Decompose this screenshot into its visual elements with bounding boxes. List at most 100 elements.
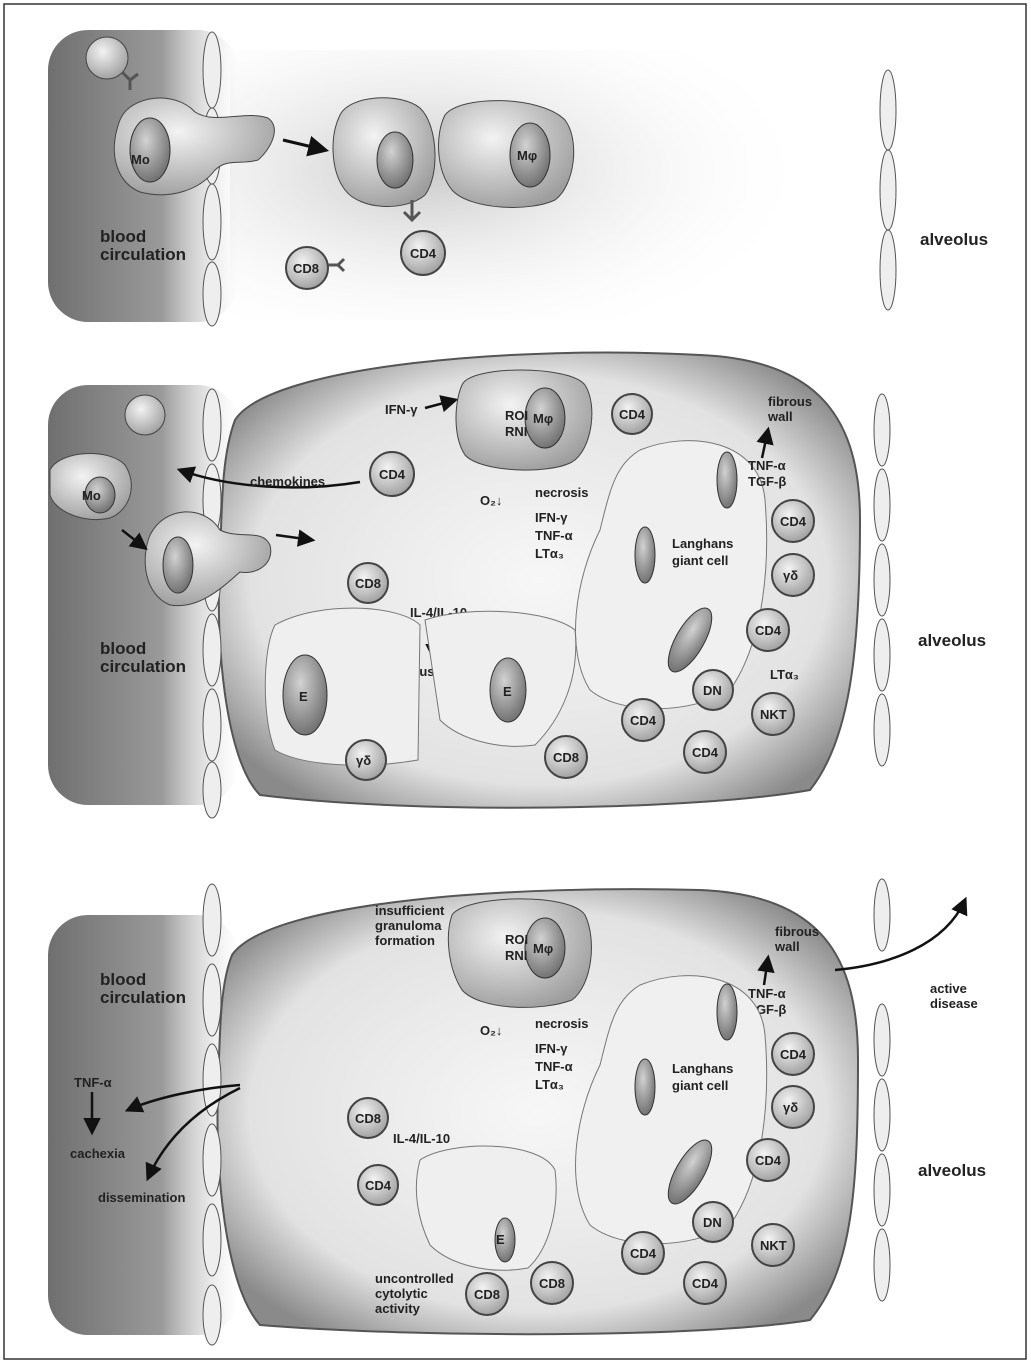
active-disease-arrow: [835, 900, 965, 970]
langhans-label-a: Langhans: [672, 536, 733, 551]
nkt-label: NKT: [760, 1238, 787, 1253]
panel-1: Mo Mφ CD4 CD8 blood circulation alveolus: [48, 30, 988, 326]
cd4-label: CD4: [755, 1153, 782, 1168]
giant-cell-nucleus: [717, 452, 737, 508]
tnf-label: TNF-α: [748, 986, 786, 1001]
cd8-label: CD8: [474, 1287, 500, 1302]
mo-label: Mo: [131, 152, 150, 167]
cd4-label: CD4: [619, 407, 646, 422]
cd4-label: CD4: [365, 1178, 392, 1193]
ifn-label: IFN-γ: [385, 402, 418, 417]
cachexia-label: cachexia: [70, 1146, 126, 1161]
langhans-label-b: giant cell: [672, 553, 728, 568]
rni-label: RNI: [505, 424, 527, 439]
cd8-label: CD8: [293, 261, 319, 276]
insufficient-label-b: granuloma: [375, 918, 442, 933]
blood-label-2b: circulation: [100, 657, 186, 676]
necrosis-cytokine-1: IFN-γ: [535, 510, 568, 525]
e-label: E: [496, 1232, 505, 1247]
e-label: E: [503, 684, 512, 699]
fibrous-label-a: fibrous: [768, 394, 812, 409]
dn-label: DN: [703, 683, 722, 698]
active-label-a: active: [930, 981, 967, 996]
fibrous-label-a: fibrous: [775, 924, 819, 939]
cd8-label: CD8: [539, 1276, 565, 1291]
epithelioid-cell: [416, 1146, 556, 1270]
insufficient-label-c: formation: [375, 933, 435, 948]
giant-cell-nucleus: [635, 1059, 655, 1115]
alveolus-label-1: alveolus: [920, 230, 988, 249]
panel-2: Mo chemokines CD4 IFN-γ Mφ ROI RNI CD4 O…: [48, 353, 986, 818]
roi-label: ROI: [505, 932, 528, 947]
monocyte-nucleus: [163, 537, 193, 593]
cd4-label: CD4: [630, 1246, 657, 1261]
uncontrolled-label-c: activity: [375, 1301, 421, 1316]
cd4-label: CD4: [692, 1276, 719, 1291]
blood-label-2a: blood: [100, 639, 146, 658]
alveolus-wall: [880, 70, 896, 310]
cd4-label: CD4: [755, 623, 782, 638]
cd4-label: CD4: [780, 514, 807, 529]
necrosis-cytokine-2: TNF-α: [535, 528, 573, 543]
gd-label: γδ: [783, 1100, 798, 1115]
blood-label-3b: circulation: [100, 988, 186, 1007]
alveolus-wall: [874, 394, 890, 766]
gd-label: γδ: [356, 753, 371, 768]
chemokines-label: chemokines: [250, 474, 325, 489]
cd4-label: CD4: [630, 713, 657, 728]
alveolus-label-2: alveolus: [918, 631, 986, 650]
il4-label: IL-4/IL-10: [393, 1131, 450, 1146]
cd4-label: CD4: [379, 467, 406, 482]
nkt-label: NKT: [760, 707, 787, 722]
alveolus-wall: [874, 879, 890, 1301]
cd4-label: CD4: [410, 246, 437, 261]
necrosis-cytokine-2: TNF-α: [535, 1059, 573, 1074]
monocyte-nucleus: [130, 118, 170, 182]
cd4-label: CD4: [780, 1047, 807, 1062]
giant-cell-nucleus: [717, 984, 737, 1040]
o2-label: O₂↓: [480, 493, 502, 508]
tnf-left-label: TNF-α: [74, 1075, 112, 1090]
cd4-label: CD4: [692, 745, 719, 760]
macrophage-nucleus: [377, 132, 413, 188]
roi-label: ROI: [505, 408, 528, 423]
cd8-label: CD8: [355, 576, 381, 591]
alveolus-label-3: alveolus: [918, 1161, 986, 1180]
active-label-b: disease: [930, 996, 978, 1011]
langhans-label-b: giant cell: [672, 1078, 728, 1093]
e-label: E: [299, 689, 308, 704]
langhans-label-a: Langhans: [672, 1061, 733, 1076]
mphi-label: Mφ: [533, 941, 553, 956]
mphi-label: Mφ: [517, 148, 537, 163]
blood-label-3a: blood: [100, 970, 146, 989]
mphi-label: Mφ: [533, 411, 553, 426]
rni-label: RNI: [505, 948, 527, 963]
necrosis-label: necrosis: [535, 1016, 588, 1031]
fibrous-label-b: wall: [767, 409, 793, 424]
blood-label-1b: circulation: [100, 245, 186, 264]
cd8-label: CD8: [355, 1111, 381, 1126]
necrosis-cytokine-1: IFN-γ: [535, 1041, 568, 1056]
fibrous-label-b: wall: [774, 939, 800, 954]
uncontrolled-label-b: cytolytic: [375, 1286, 428, 1301]
tgf-label: TGF-β: [748, 474, 786, 489]
dn-label: DN: [703, 1215, 722, 1230]
necrosis-cytokine-3: LTα₃: [535, 1077, 564, 1092]
o2-label: O₂↓: [480, 1023, 502, 1038]
dissemination-label: dissemination: [98, 1190, 185, 1205]
necrosis-label: necrosis: [535, 485, 588, 500]
lymphocyte: [125, 395, 165, 435]
necrosis-cytokine-3: LTα₃: [535, 546, 564, 561]
tnf-label: TNF-α: [748, 458, 786, 473]
panel-3: insufficient granuloma formation Mφ ROI …: [48, 879, 986, 1345]
lta-label: LTα₃: [770, 667, 799, 682]
uncontrolled-label-a: uncontrolled: [375, 1271, 454, 1286]
gd-label: γδ: [783, 568, 798, 583]
blood-label-1a: blood: [100, 227, 146, 246]
mo-label: Mo: [82, 488, 101, 503]
cd8-label: CD8: [553, 750, 579, 765]
macrophage-mphi: [439, 101, 574, 208]
insufficient-label-a: insufficient: [375, 903, 445, 918]
giant-cell-nucleus: [635, 527, 655, 583]
